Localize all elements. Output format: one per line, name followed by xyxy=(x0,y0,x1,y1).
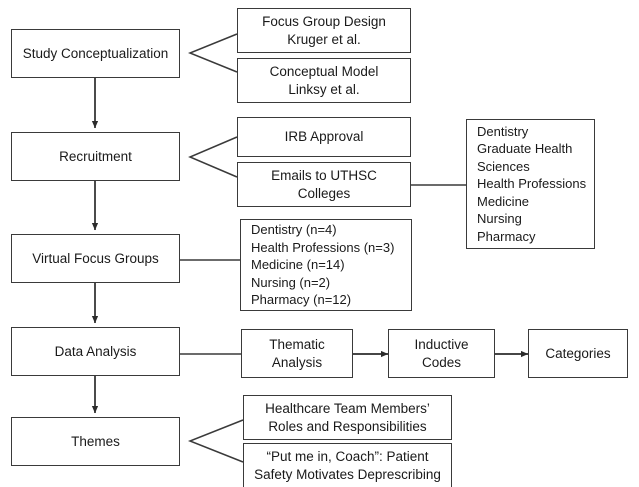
node-label: Focus Group Design Kruger et al. xyxy=(262,14,386,47)
node-label: Inductive Codes xyxy=(414,337,469,370)
node-label: IRB Approval xyxy=(284,129,364,145)
node-focus-group-design[interactable]: Focus Group Design Kruger et al. xyxy=(237,8,411,53)
bracket-recruitment xyxy=(188,136,238,178)
node-irb-approval[interactable]: IRB Approval xyxy=(237,117,411,157)
node-label: Healthcare Team Members’ Roles and Respo… xyxy=(265,401,430,434)
node-label: Conceptual Model Linksy et al. xyxy=(269,64,379,97)
node-recruitment[interactable]: Recruitment xyxy=(11,132,180,181)
node-label: Virtual Focus Groups xyxy=(32,250,159,266)
node-label: Study Conceptualization xyxy=(22,45,169,61)
node-themes[interactable]: Themes xyxy=(11,417,180,466)
node-study-conceptualization[interactable]: Study Conceptualization xyxy=(11,29,180,78)
node-label: Categories xyxy=(545,345,611,361)
node-data-analysis[interactable]: Data Analysis xyxy=(11,327,180,376)
node-categories[interactable]: Categories xyxy=(528,329,628,378)
node-label: Data Analysis xyxy=(54,343,137,359)
node-conceptual-model[interactable]: Conceptual Model Linksy et al. xyxy=(237,58,411,103)
node-participant-counts-list[interactable]: Dentistry (n=4) Health Professions (n=3)… xyxy=(240,219,412,311)
node-uthsc-colleges-list[interactable]: Dentistry Graduate Health Sciences Healt… xyxy=(466,119,595,249)
node-virtual-focus-groups[interactable]: Virtual Focus Groups xyxy=(11,234,180,283)
node-label: Thematic Analysis xyxy=(269,337,325,370)
node-label: Recruitment xyxy=(59,148,132,164)
node-theme-patient-safety[interactable]: “Put me in, Coach”: Patient Safety Motiv… xyxy=(243,443,452,487)
colleges-list-label: Dentistry Graduate Health Sciences Healt… xyxy=(477,124,587,244)
node-label: Themes xyxy=(71,433,120,449)
node-theme-roles-responsibilities[interactable]: Healthcare Team Members’ Roles and Respo… xyxy=(243,395,452,440)
node-label: Emails to UTHSC Colleges xyxy=(271,168,377,201)
node-emails-to-uthsc-colleges[interactable]: Emails to UTHSC Colleges xyxy=(237,162,411,207)
bracket-study-conceptualization xyxy=(187,33,238,73)
node-thematic-analysis[interactable]: Thematic Analysis xyxy=(241,329,353,378)
bracket-themes xyxy=(187,419,244,463)
participants-list-label: Dentistry (n=4) Health Professions (n=3)… xyxy=(251,222,395,308)
node-inductive-codes[interactable]: Inductive Codes xyxy=(388,329,495,378)
node-label: “Put me in, Coach”: Patient Safety Motiv… xyxy=(254,449,441,482)
